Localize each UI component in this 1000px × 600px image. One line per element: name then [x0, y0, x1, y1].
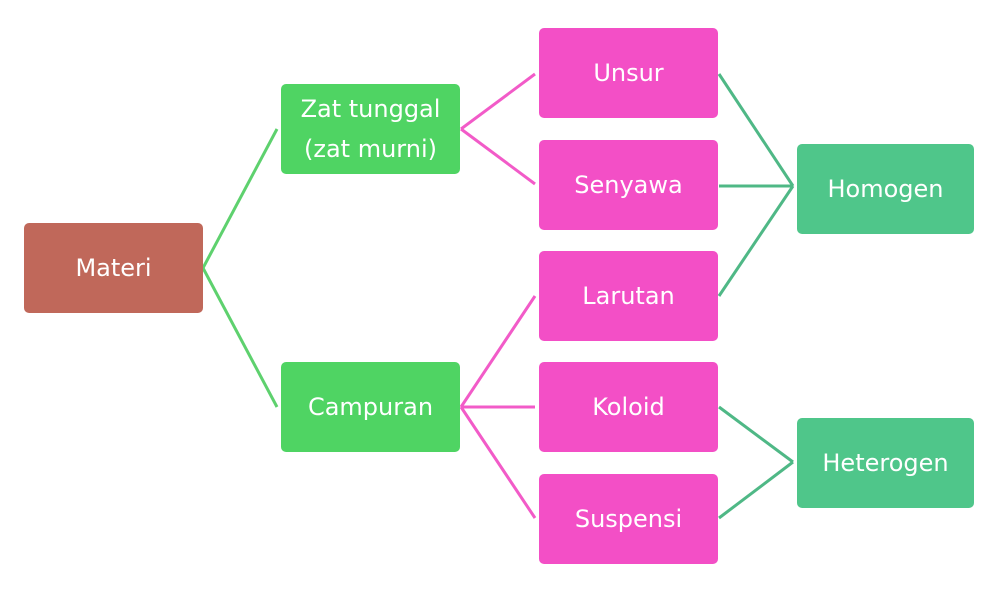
edge-campuran-suspensi: [459, 406, 537, 519]
edge-materi-campuran: [201, 267, 279, 408]
node-zat-tunggal-label-line1: Zat tunggal: [300, 95, 441, 123]
node-suspensi-label: Suspensi: [574, 505, 683, 533]
edge-materi-zat-tunggal: [201, 128, 279, 269]
node-heterogen: Heterogen: [797, 418, 974, 508]
node-larutan-label: Larutan: [582, 282, 675, 310]
node-materi: Materi: [24, 223, 203, 313]
node-zat-tunggal: Zat tunggal (zat murni): [281, 84, 460, 174]
edge-zat-tunggal-unsur: [460, 72, 536, 131]
edge-suspensi-heterogen: [718, 460, 794, 520]
edge-larutan-homogen: [717, 185, 795, 297]
node-homogen-label: Homogen: [827, 175, 944, 203]
edge-unsur-homogen: [717, 73, 795, 187]
node-campuran: Campuran: [281, 362, 460, 452]
node-senyawa: Senyawa: [539, 140, 718, 230]
node-materi-label: Materi: [75, 254, 152, 282]
node-heterogen-label: Heterogen: [822, 449, 949, 477]
edge-campuran-larutan: [459, 295, 537, 408]
node-senyawa-label: Senyawa: [574, 171, 683, 199]
node-larutan: Larutan: [539, 251, 718, 341]
node-zat-tunggal-label-line2: (zat murni): [304, 135, 437, 163]
node-unsur: Unsur: [539, 28, 718, 118]
node-koloid: Koloid: [539, 362, 718, 452]
node-homogen: Homogen: [797, 144, 974, 234]
node-unsur-label: Unsur: [593, 59, 664, 87]
edge-koloid-heterogen: [718, 405, 794, 464]
node-koloid-label: Koloid: [592, 393, 665, 421]
node-suspensi: Suspensi: [539, 474, 718, 564]
node-campuran-label: Campuran: [307, 393, 434, 421]
edge-zat-tunggal-senyawa: [460, 127, 536, 186]
